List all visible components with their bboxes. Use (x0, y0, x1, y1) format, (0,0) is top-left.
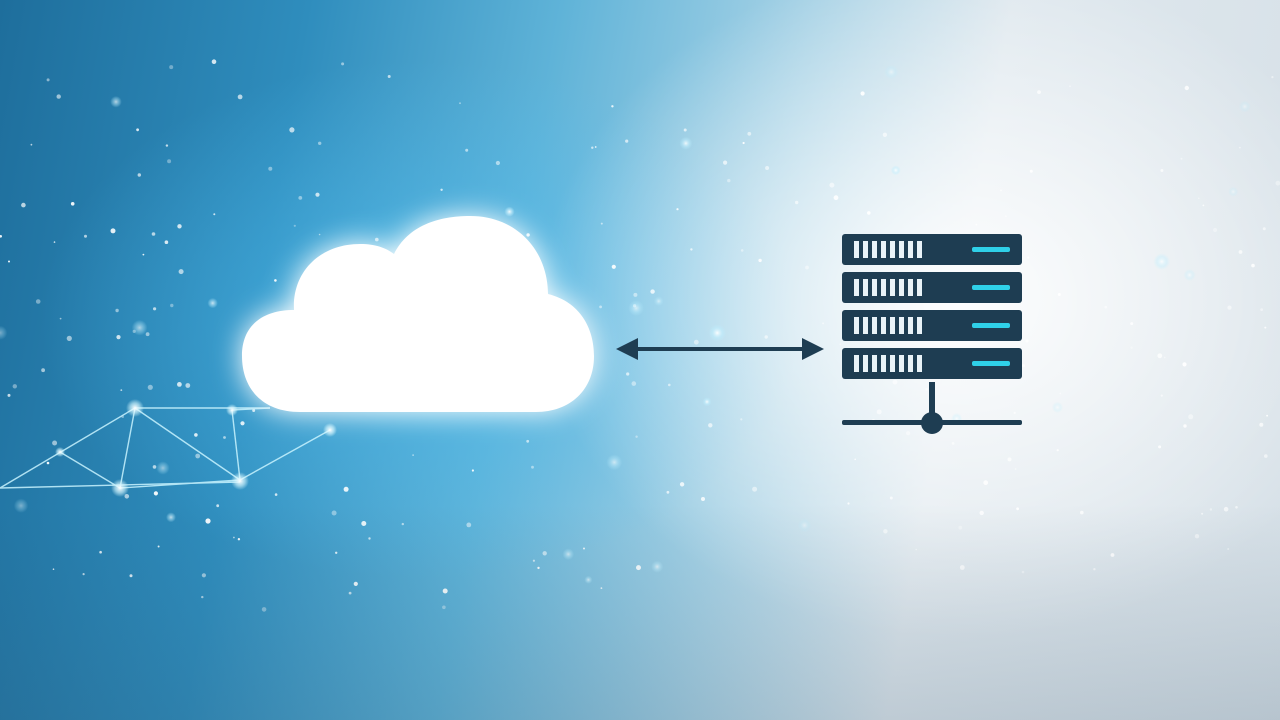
server-vent-slot (872, 279, 877, 296)
server-vent-slot (917, 241, 922, 258)
server-status-led (972, 323, 1010, 328)
server-unit (842, 234, 1022, 265)
server-vent-slot (854, 317, 859, 334)
server-vent-slot (863, 279, 868, 296)
server-vent-slot (854, 279, 859, 296)
server-vent-slot (872, 241, 877, 258)
server-vent-slot (908, 241, 913, 258)
server-unit (842, 310, 1022, 341)
server-vent-slot (872, 355, 877, 372)
server-vent-slot (872, 317, 877, 334)
server-vent-slot (854, 355, 859, 372)
server-stem (929, 382, 935, 418)
server-unit (842, 272, 1022, 303)
server-rack-icon (842, 234, 1022, 434)
server-vent-slot (899, 241, 904, 258)
network-hub-node (921, 412, 943, 434)
server-vent-slot (908, 355, 913, 372)
server-vent-slot (863, 317, 868, 334)
server-status-led (972, 361, 1010, 366)
server-vent-slot (899, 317, 904, 334)
server-vent-slot (890, 355, 895, 372)
server-vent-slot (917, 279, 922, 296)
server-vent-slot (908, 279, 913, 296)
server-vent-slot (890, 279, 895, 296)
server-vent-slot (881, 355, 886, 372)
server-status-led (972, 247, 1010, 252)
server-status-led (972, 285, 1010, 290)
server-unit (842, 348, 1022, 379)
server-vent-slot (917, 317, 922, 334)
bidirectional-arrow-icon (616, 338, 824, 360)
server-vent-slot (881, 317, 886, 334)
server-vent-slot (890, 241, 895, 258)
server-vent-slot (899, 355, 904, 372)
server-vent-slot (899, 279, 904, 296)
server-vent-slot (917, 355, 922, 372)
server-vent-slot (881, 241, 886, 258)
server-vent-slot (863, 355, 868, 372)
server-vent-slot (908, 317, 913, 334)
server-vent-slot (863, 241, 868, 258)
server-vent-slot (890, 317, 895, 334)
server-vent-slot (854, 241, 859, 258)
server-vent-slot (881, 279, 886, 296)
